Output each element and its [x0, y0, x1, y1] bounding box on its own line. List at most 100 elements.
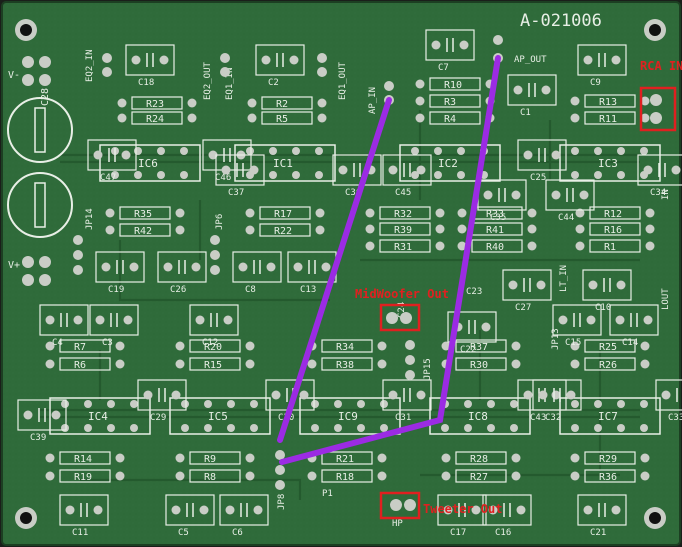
- capacitor-label: C7: [438, 63, 449, 73]
- copper-traces: [40, 110, 640, 500]
- resistor-label: R13: [599, 97, 617, 108]
- conn-lout: LOUT: [661, 288, 671, 310]
- resistor-r31: R31: [365, 239, 445, 253]
- resistor-r40: R40: [457, 239, 537, 253]
- resistor-label: R16: [604, 225, 622, 236]
- ic-label: IC9: [338, 410, 358, 423]
- resistor-label: R28: [470, 454, 488, 465]
- capacitor-c37: C37: [215, 154, 265, 198]
- capacitor-label: C4: [52, 338, 63, 348]
- resistor-r29: R29: [570, 451, 650, 465]
- conn-p1: P1: [322, 489, 333, 499]
- capacitor-label: C21: [590, 528, 606, 538]
- resistor-label: R12: [604, 209, 622, 220]
- conn-ap-out: AP_OUT: [514, 55, 547, 65]
- capacitor-c2: C2: [255, 44, 305, 88]
- capacitor-c9: C9: [577, 44, 627, 88]
- capacitor-c17: C17: [437, 494, 487, 538]
- conn-jp15: JP15: [423, 358, 433, 380]
- resistor-label: R19: [74, 472, 92, 483]
- resistor-r1: R1: [575, 239, 655, 253]
- ic-ic5: IC5: [169, 397, 271, 435]
- resistor-r26: R26: [570, 357, 650, 371]
- resistor-r7: R7: [45, 339, 125, 353]
- resistor-label: R25: [599, 342, 617, 353]
- conn-ap-in: AP_IN: [368, 87, 378, 114]
- resistor-r42: R42: [105, 223, 185, 237]
- resistor-label: R8: [204, 472, 216, 483]
- ic-label: IC2: [438, 157, 458, 170]
- capacitor-c14: C14: [609, 304, 659, 348]
- capacitor-c21: C21: [577, 494, 627, 538]
- capacitor-label: C5: [178, 528, 189, 538]
- resistor-r19: R19: [45, 469, 125, 483]
- capacitor-label: C8: [245, 285, 256, 295]
- resistor-r36: R36: [570, 469, 650, 483]
- resistor-label: R32: [394, 209, 412, 220]
- capacitor-label: C6: [232, 528, 243, 538]
- capacitor-label: C14: [622, 338, 638, 348]
- ic-label: IC8: [468, 410, 488, 423]
- resistor-label: R30: [470, 360, 488, 371]
- capacitor-label: C39: [30, 433, 46, 443]
- capacitor-label: C45: [395, 188, 411, 198]
- capacitor-label: C44: [558, 213, 574, 223]
- capacitor-label: C43: [530, 413, 546, 423]
- resistor-label: R33: [486, 209, 504, 220]
- board-id-label: A-021006: [520, 11, 602, 31]
- capacitor-label: C15: [565, 338, 581, 348]
- capacitor-label: C32: [545, 413, 561, 423]
- conn-eq2-out: EQ2_OUT: [203, 61, 213, 100]
- resistor-label: R1: [604, 242, 616, 253]
- resistor-label: R34: [336, 342, 354, 353]
- resistor-label: R6: [74, 360, 86, 371]
- capacitor-label: C26: [170, 285, 186, 295]
- capacitor-c27: C27: [502, 269, 552, 313]
- conn-jp6: JP6: [215, 214, 225, 230]
- capacitor-c16: C16: [482, 494, 532, 538]
- ic-label: IC7: [598, 410, 618, 423]
- capacitor-label: C10: [595, 303, 611, 313]
- capacitor-label: C1: [520, 108, 531, 118]
- ic-ic7: IC7: [559, 397, 661, 435]
- resistor-r23: R23: [117, 96, 197, 110]
- tweeter-out-box: [379, 491, 421, 520]
- resistor-r11: R11: [570, 111, 650, 125]
- capacitor-c33: C33: [655, 379, 682, 423]
- resistor-label: R35: [134, 209, 152, 220]
- ic-label: IC1: [273, 157, 293, 170]
- resistor-label: R4: [444, 114, 456, 125]
- conn-jp8: JP8: [277, 494, 287, 510]
- capacitor-c12: C12: [189, 304, 239, 348]
- midwoofer-out-box: [379, 303, 421, 332]
- resistor-r15: R15: [175, 357, 255, 371]
- resistor-label: R11: [599, 114, 617, 125]
- capacitor-label: C2: [268, 78, 279, 88]
- capacitor-label: C33: [668, 413, 682, 423]
- conn-hp: HP: [392, 519, 403, 529]
- capacitor-c18: C18: [125, 44, 175, 88]
- capacitor-c26: C26: [157, 251, 207, 295]
- ic-label: IC4: [88, 410, 108, 423]
- resistor-r27: R27: [441, 469, 521, 483]
- capacitor-c35: C35: [477, 179, 527, 223]
- capacitor-c10: C10: [582, 269, 632, 313]
- vminus-label: V-: [8, 70, 20, 81]
- resistor-label: R31: [394, 242, 412, 253]
- resistor-label: R10: [444, 80, 462, 91]
- conn-c23: C23: [466, 287, 482, 297]
- resistor-r6: R6: [45, 357, 125, 371]
- resistor-label: R36: [599, 472, 617, 483]
- resistor-label: R7: [74, 342, 86, 353]
- capacitor-label: C22: [460, 345, 476, 355]
- resistor-r41: R41: [457, 222, 537, 236]
- resistor-r9: R9: [175, 451, 255, 465]
- capacitor-c8: C8: [232, 251, 282, 295]
- resistor-r39: R39: [365, 222, 445, 236]
- resistor-label: R41: [486, 225, 504, 236]
- capacitor-label: C35: [490, 213, 506, 223]
- annotations: RCA IN MidWoofer Out Tweeter Out: [355, 59, 682, 520]
- resistor-r28: R28: [441, 451, 521, 465]
- resistor-r5: R5: [247, 111, 327, 125]
